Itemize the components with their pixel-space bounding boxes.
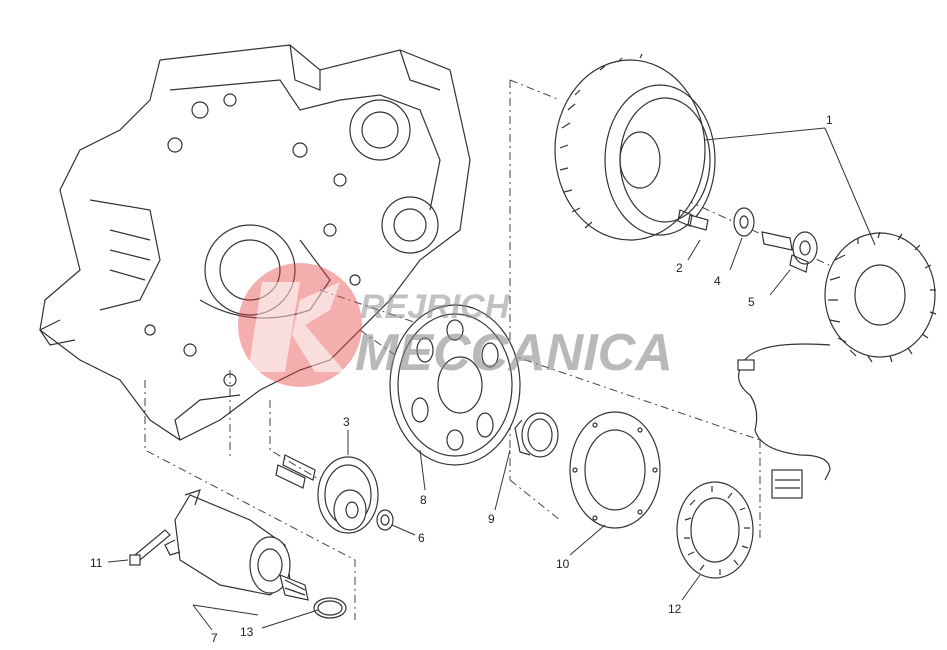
crankcase xyxy=(39,44,471,441)
bolt xyxy=(677,209,709,231)
callout-5: 5 xyxy=(748,295,755,309)
callout-9: 9 xyxy=(488,512,495,526)
sleeve xyxy=(275,464,306,489)
flywheel-rotor xyxy=(554,53,716,241)
callout-6: 6 xyxy=(418,531,425,545)
callout-2: 2 xyxy=(676,261,683,275)
watermark-line2: MECCANICA xyxy=(355,324,673,382)
flange-plate xyxy=(569,411,661,529)
callout-12: 12 xyxy=(668,602,682,616)
callout-13: 13 xyxy=(240,625,254,639)
freewheel-clutch xyxy=(676,481,754,579)
callout-7: 7 xyxy=(211,631,218,645)
watermark: REJRICH MECCANICA xyxy=(238,263,673,387)
ring-gear xyxy=(389,304,521,466)
watermark-circle xyxy=(238,263,362,387)
callout-labels: 1 2 4 5 3 8 6 9 10 12 11 7 13 xyxy=(90,113,833,645)
callout-11: 11 xyxy=(90,556,103,570)
starter-bolt xyxy=(129,529,171,566)
small-washer xyxy=(376,509,394,531)
washer xyxy=(733,207,755,237)
stator xyxy=(737,231,937,499)
shaft xyxy=(761,231,818,273)
starter-motor xyxy=(164,489,309,601)
leader-lines xyxy=(107,127,876,631)
watermark-line1: REJRICH xyxy=(360,288,511,326)
idler-gear xyxy=(282,454,379,534)
callout-10: 10 xyxy=(556,557,570,571)
bushing xyxy=(514,412,559,458)
callout-8: 8 xyxy=(420,493,427,507)
o-ring xyxy=(313,597,347,619)
callout-4: 4 xyxy=(714,274,721,288)
callout-1: 1 xyxy=(826,113,833,127)
callout-3: 3 xyxy=(343,415,350,429)
